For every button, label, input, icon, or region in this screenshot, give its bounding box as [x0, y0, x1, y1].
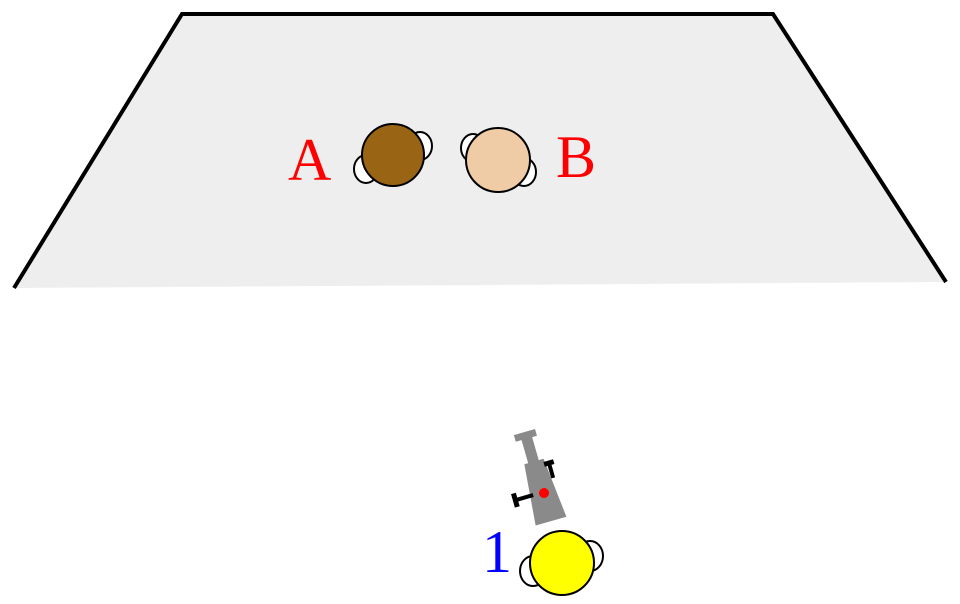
person-head-icon — [519, 530, 604, 596]
person-a-label: A — [288, 127, 331, 193]
person-b-label: B — [556, 124, 596, 190]
person-head-icon — [460, 127, 537, 193]
person-a-head — [361, 123, 425, 187]
camera-operator — [519, 530, 604, 596]
person-b-head — [465, 127, 531, 193]
person-a — [353, 123, 433, 187]
person-b — [460, 127, 537, 193]
stage-floor-outline — [12, 12, 948, 290]
camera-record-dot — [539, 488, 549, 498]
operator-head — [529, 530, 595, 596]
camera-1-label: 1 — [482, 519, 512, 585]
video-camera-icon — [511, 428, 567, 526]
person-head-icon — [353, 123, 433, 187]
